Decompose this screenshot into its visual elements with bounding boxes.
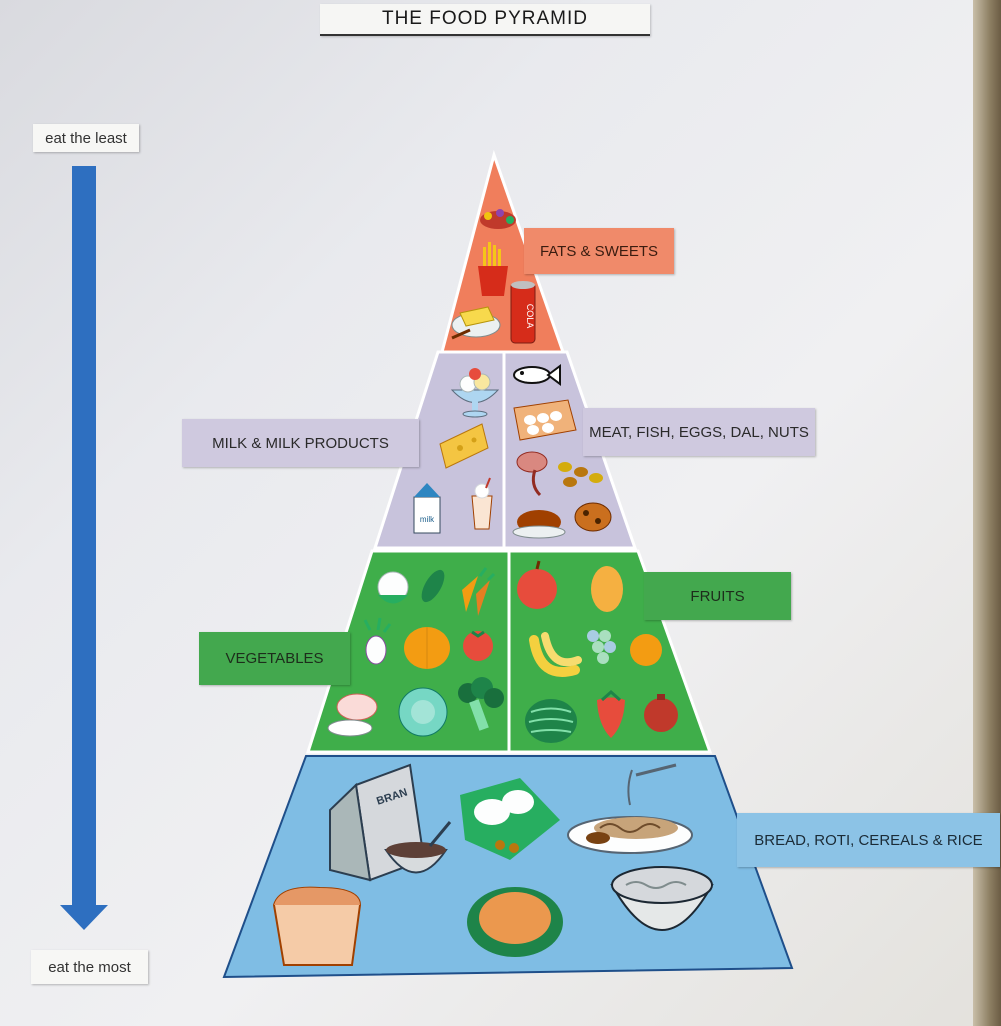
peas-icon [421,569,445,603]
fats-sweets-label: FATS & SWEETS [524,228,674,274]
sweets-icon [480,209,516,229]
broccoli-icon [458,677,504,731]
bread-icon [272,886,362,966]
tomato-icon [463,630,493,661]
carrot-icon [462,567,496,616]
fish-icon [513,364,561,386]
fries-icon [478,242,508,296]
roti-plate-icon [467,887,563,957]
mango-icon [591,566,623,612]
meat-fish-label: MEAT, FISH, EGGS, DAL, NUTS [583,408,815,456]
milk-carton-icon: milk [413,483,441,534]
apple-icon [517,560,557,609]
milk-carton-text: milk [420,515,435,524]
strawberry-icon [597,689,625,738]
cauliflower-icon [377,571,409,604]
milk-products-label: MILK & MILK PRODUCTS [182,419,419,467]
cabbage-icon [398,687,448,737]
eat-most-label: eat the most [31,950,148,984]
vegetables-label: VEGETABLES [199,632,350,685]
noodles-plate-icon [567,763,693,854]
meat-icon [516,451,548,497]
idli-plate-icon [460,778,560,860]
grapes-icon [587,630,616,664]
radish-icon [363,617,392,665]
cola-can-text: COLA [525,304,535,329]
banana-icon [529,632,582,677]
fruits-label: FRUITS [644,572,791,620]
cheese-icon [439,423,489,469]
cereal-box-icon: BRAN [329,763,426,882]
cola-can-icon: COLA [510,281,536,344]
eat-least-label: eat the least [33,124,139,152]
onion-icon [327,693,378,737]
grains-label: BREAD, ROTI, CEREALS & RICE [737,813,1000,867]
cookie-icon [574,502,612,532]
scale-arrow [60,166,108,930]
page-title: THE FOOD PYRAMID [320,4,650,36]
chicken-icon [512,510,566,539]
ice-cream-icon [450,368,500,418]
watermelon-icon [525,699,577,743]
cereal-bowl-icon [384,821,452,874]
orange-icon [630,634,662,666]
eggs-icon [513,399,577,441]
pumpkin-icon [404,627,450,669]
pomegranate-icon [644,694,678,732]
nuts-icon [558,462,603,487]
rice-bowl-icon [610,866,714,931]
milkshake-icon [471,477,493,530]
butter-icon [451,306,501,340]
